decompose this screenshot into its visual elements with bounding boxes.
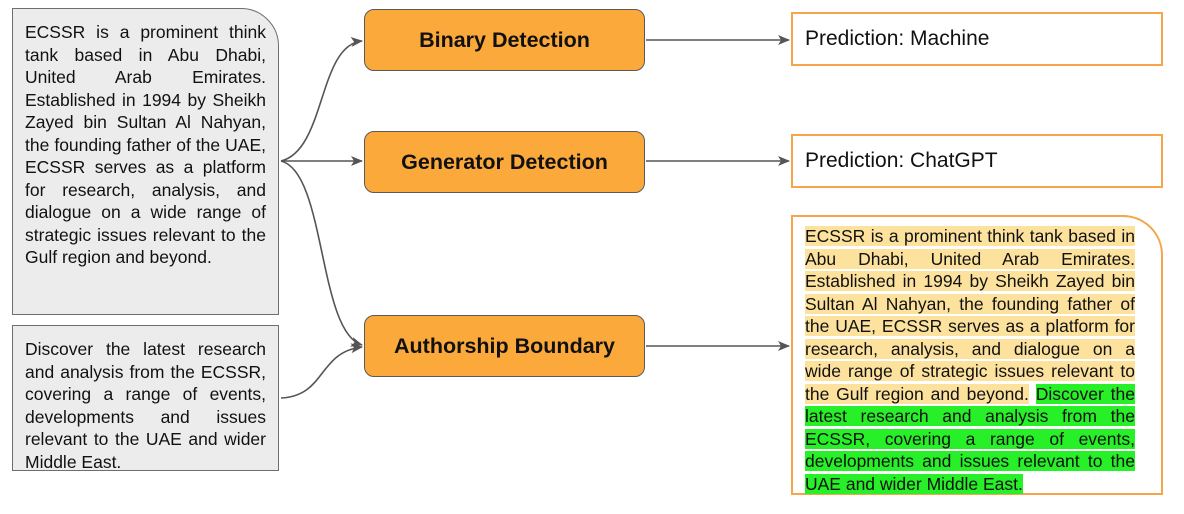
generator-prediction-text: Prediction: ChatGPT (805, 149, 998, 172)
binary-detection-box: Binary Detection (364, 9, 645, 71)
arrow-input1-to-binary (280, 37, 363, 162)
binary-prediction-text: Prediction: Machine (805, 27, 990, 50)
binary-prediction-box: Prediction: Machine (791, 12, 1163, 66)
human-input-text-box: ECSSR is a prominent think tank based in… (12, 8, 279, 315)
authorship-boundary-box: Authorship Boundary (364, 315, 645, 377)
machine-input-text: Discover the latest research and analysi… (25, 339, 266, 472)
authorship-boundary-result-box: ECSSR is a prominent think tank based in… (791, 215, 1163, 495)
machine-input-text-box: Discover the latest research and analysi… (12, 325, 279, 472)
arrow-input1-to-boundary (280, 160, 363, 347)
binary-detection-label: Binary Detection (419, 27, 590, 52)
human-input-text: ECSSR is a prominent think tank based in… (25, 22, 266, 267)
authorship-boundary-label: Authorship Boundary (394, 333, 615, 358)
generator-prediction-box: Prediction: ChatGPT (791, 134, 1163, 188)
arrow-input2-to-boundary (280, 343, 363, 399)
generator-detection-box: Generator Detection (364, 131, 645, 193)
generator-detection-label: Generator Detection (401, 149, 608, 174)
human-written-segment: ECSSR is a prominent think tank based in… (805, 226, 1135, 404)
